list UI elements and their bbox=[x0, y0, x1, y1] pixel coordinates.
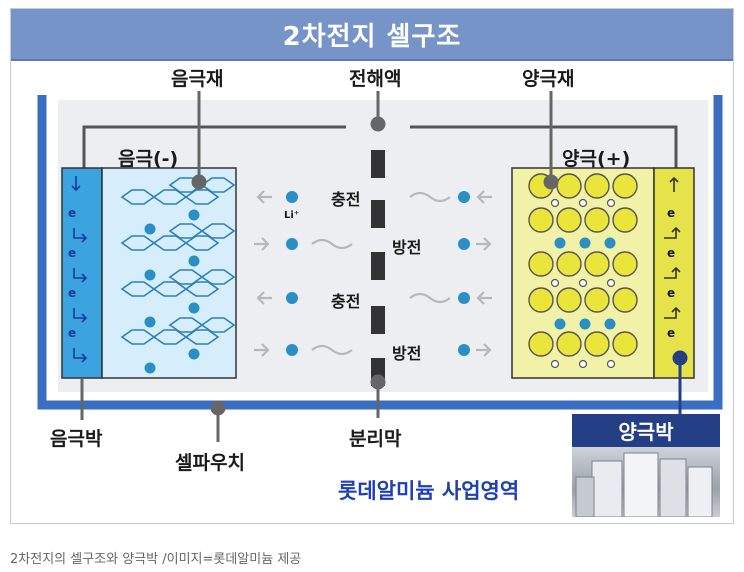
cathode-electron-3: e bbox=[667, 286, 676, 300]
ion-flow-left-dots bbox=[286, 191, 298, 356]
anode-foil-label: 음극박 bbox=[50, 428, 103, 450]
separator bbox=[371, 150, 385, 386]
diagram-title: 2차전지 셀구조 bbox=[11, 9, 733, 61]
pouch-label: 셀파우치 bbox=[175, 452, 245, 474]
cathode-label: 양극(+) bbox=[562, 148, 631, 170]
cathode-electron-1: e bbox=[667, 206, 676, 220]
flow-label-3: 충전 bbox=[331, 292, 361, 311]
ion-flow-left bbox=[254, 190, 353, 357]
anode-electron-2: e bbox=[68, 246, 77, 260]
image-caption: 2차전지의 셀구조와 양극박 /이미지=롯데알미늄 제공 bbox=[10, 552, 302, 567]
cathode-lithium-ions bbox=[554, 237, 616, 330]
ion-flow-right-dots bbox=[458, 191, 470, 356]
cathode-particles bbox=[528, 173, 638, 357]
anode-material-block bbox=[101, 167, 237, 379]
circuit-wire-right bbox=[410, 125, 678, 170]
anode-label: 음극(-) bbox=[118, 148, 179, 170]
cathode-foil-photo bbox=[572, 447, 720, 517]
anode-material-label: 음극재 bbox=[171, 68, 224, 90]
brand-business-label: 롯데알미늄 사업영역 bbox=[338, 479, 520, 503]
flow-label-2: 방전 bbox=[392, 238, 422, 257]
foil-rolls-image bbox=[575, 452, 713, 517]
anode-electron-3: e bbox=[68, 286, 77, 300]
cathode-foil-label: 양극박 bbox=[572, 414, 720, 447]
separator-label: 분리막 bbox=[349, 428, 402, 450]
pointer-lines bbox=[80, 91, 559, 442]
anode-electron-arrows bbox=[71, 176, 88, 363]
cathode-small-particles bbox=[550, 198, 616, 369]
cathode-material-label: 양극재 bbox=[522, 68, 575, 90]
cell-pouch bbox=[37, 95, 723, 410]
circuit-wire-left bbox=[82, 125, 346, 170]
flow-label-4: 방전 bbox=[392, 344, 422, 363]
cathode-electron-arrows bbox=[664, 176, 681, 319]
ion-flow-right bbox=[409, 190, 492, 357]
flow-label-1: 충전 bbox=[331, 190, 361, 209]
anode-electron-1: e bbox=[68, 206, 77, 220]
lithium-ion-label: Li⁺ bbox=[284, 210, 300, 221]
anode-lithium-ions bbox=[144, 209, 200, 374]
anode-foil-strip bbox=[61, 167, 103, 379]
cathode-foil-pointer bbox=[672, 350, 688, 416]
cathode-electron-2: e bbox=[667, 246, 676, 260]
cathode-foil-strip bbox=[653, 167, 695, 379]
electrolyte-label: 전해액 bbox=[349, 68, 402, 90]
cathode-electron-4: e bbox=[667, 326, 676, 340]
anode-electron-4: e bbox=[68, 326, 77, 340]
